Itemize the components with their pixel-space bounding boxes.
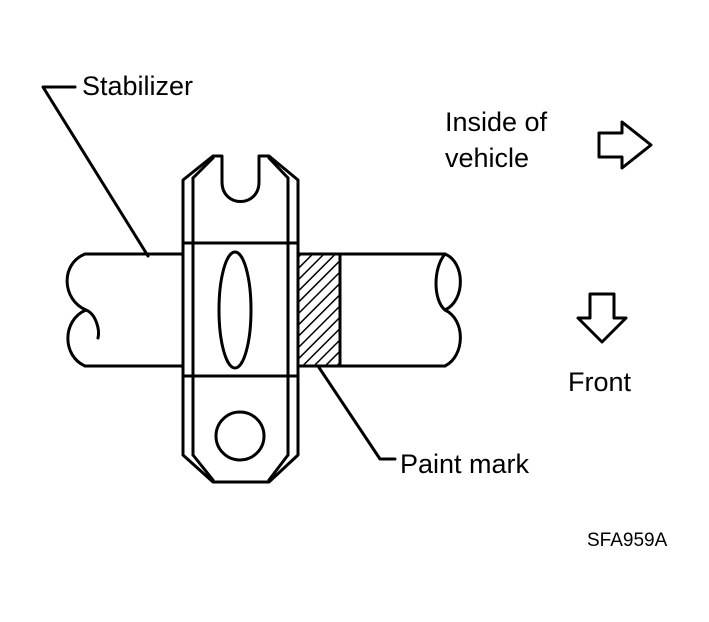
paint-mark-label: Paint mark: [400, 449, 530, 479]
bolt-hole: [214, 410, 266, 462]
stabilizer-label: Stabilizer: [82, 71, 194, 101]
figure-code-label: SFA959A: [587, 530, 668, 551]
inside-of-vehicle-label-line2: vehicle: [445, 143, 530, 173]
stabilizer-bar-left: [65, 252, 188, 368]
front-label: Front: [568, 367, 632, 397]
bushing-clamp: [181, 154, 300, 484]
arrow-right-outline-icon: [597, 120, 653, 170]
stabilizer-leader-line: [41, 85, 150, 258]
paint-mark-leader-line: [316, 364, 397, 461]
arrow-down-outline-icon: [576, 292, 628, 344]
bushing-center-oval: [217, 250, 253, 370]
inside-of-vehicle-label-line1: Inside of: [445, 107, 548, 137]
